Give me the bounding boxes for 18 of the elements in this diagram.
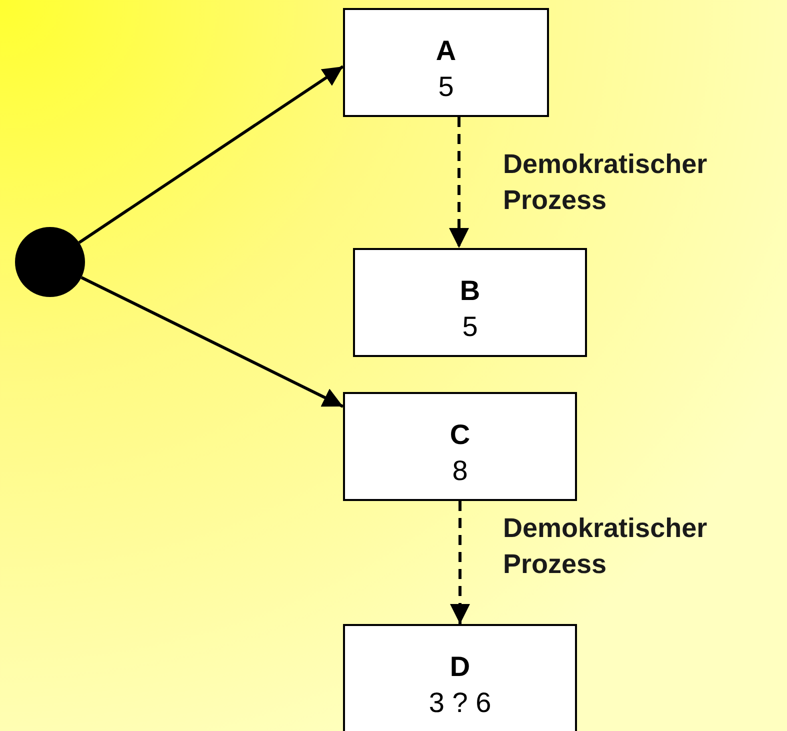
node-value: 5 — [438, 70, 454, 104]
edge-label: Demokratischer Prozess — [503, 512, 708, 581]
process-box — [343, 392, 577, 501]
process-box — [343, 624, 577, 731]
arrow — [80, 276, 344, 408]
arrow — [450, 501, 470, 624]
node-title: D — [450, 650, 470, 684]
edge-label: Demokratischer Prozess — [503, 148, 708, 217]
node-value: 3 ? 6 — [428, 686, 492, 720]
node-value: 8 — [452, 454, 468, 488]
node-title: C — [450, 418, 470, 452]
process-box — [353, 248, 587, 357]
arrow — [78, 65, 344, 244]
node-title: B — [460, 274, 480, 308]
process-box — [343, 8, 549, 117]
node-title: A — [436, 34, 456, 68]
arrow — [449, 117, 469, 248]
node-value: 5 — [462, 310, 478, 344]
